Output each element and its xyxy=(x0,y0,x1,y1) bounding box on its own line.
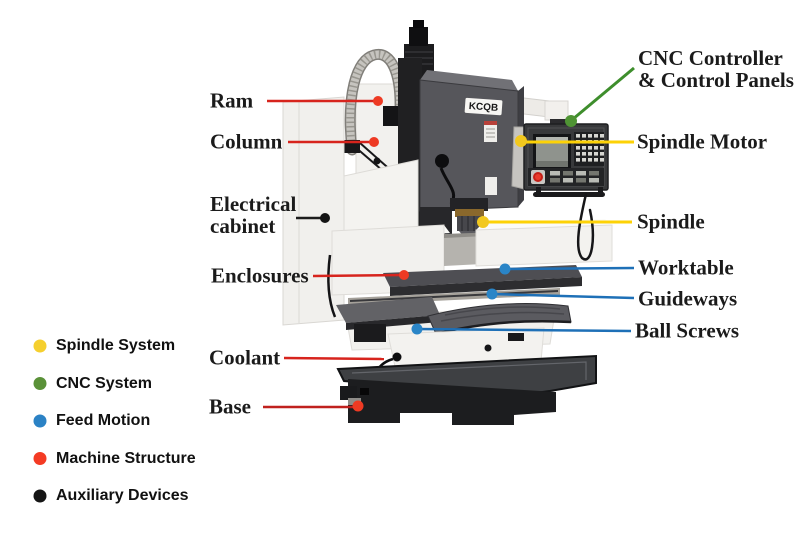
legend-dot-machine-structure xyxy=(33,452,47,465)
label-spindle: Spindle xyxy=(637,209,705,234)
callout-line-cnc-controller xyxy=(572,66,635,121)
label-cnc-controller: CNC Controller & Control Panels xyxy=(638,47,794,91)
worktable-slab xyxy=(383,265,582,296)
label-ball-screws: Ball Screws xyxy=(635,318,740,343)
machine-base xyxy=(336,354,597,425)
label-electrical-cabinet-line1: Electrical xyxy=(210,192,297,216)
legend-dots xyxy=(33,339,47,503)
callout-lines xyxy=(263,66,635,412)
callout-dot-column xyxy=(369,137,379,147)
legend-label-auxiliary-devices: Auxiliary Devices xyxy=(56,487,189,504)
callout-line-ball-screws xyxy=(416,327,632,333)
panel-screen xyxy=(533,134,571,170)
callout-line-worktable xyxy=(504,266,635,271)
callout-dot-guideways xyxy=(486,288,498,300)
callout-dot-spindle-motor xyxy=(515,135,527,147)
legend-dot-feed-motion xyxy=(33,414,47,428)
spindle-head: KCQB xyxy=(419,70,524,212)
callout-dot-ball-screws xyxy=(411,323,423,335)
chip-guard xyxy=(427,303,572,336)
legend-label-feed-motion: Feed Motion xyxy=(56,412,151,429)
coolant-port xyxy=(392,352,402,362)
label-column: Column xyxy=(210,129,283,154)
panel-button-row xyxy=(528,168,604,186)
label-guideways: Guideways xyxy=(638,286,738,311)
panel-keypad xyxy=(574,132,604,166)
callout-dot-spindle xyxy=(477,216,489,228)
label-electrical-cabinet: Electrical cabinet xyxy=(210,193,296,237)
label-ram: Ram xyxy=(210,88,254,113)
label-base: Base xyxy=(209,394,251,419)
callout-line-enclosures xyxy=(312,273,405,278)
callout-line-guideways xyxy=(491,292,635,300)
callout-dot-base xyxy=(352,400,364,412)
electrical-cabinet-body xyxy=(282,96,345,326)
brand-label: KCQB xyxy=(468,101,498,114)
legend-label-machine-structure: Machine Structure xyxy=(56,449,196,467)
callout-dot-worktable xyxy=(499,263,511,275)
table-wing xyxy=(336,297,440,342)
callout-dot-ram xyxy=(373,96,383,106)
legend-dot-spindle-system xyxy=(33,339,47,353)
callout-line-coolant xyxy=(283,356,385,361)
label-cnc-controller-line2: & Control Panels xyxy=(638,68,794,92)
legend-label-spindle-system: Spindle System xyxy=(56,337,176,354)
callout-dot-electrical-cabinet xyxy=(320,213,330,223)
callout-dot-cnc-controller xyxy=(565,115,577,127)
label-coolant: Coolant xyxy=(209,345,281,370)
legend-dot-auxiliary-devices xyxy=(33,489,47,503)
pendant-cable xyxy=(576,192,595,261)
callout-dot-enclosures xyxy=(399,270,409,280)
legend-dot-cnc-system xyxy=(33,377,47,390)
legend-label-cnc-system: CNC System xyxy=(56,374,153,392)
label-worktable: Worktable xyxy=(638,255,734,280)
label-spindle-motor: Spindle Motor xyxy=(637,129,768,154)
label-cnc-controller-line1: CNC Controller xyxy=(638,46,783,70)
label-enclosures: Enclosures xyxy=(211,263,309,288)
label-electrical-cabinet-line2: cabinet xyxy=(210,214,276,238)
